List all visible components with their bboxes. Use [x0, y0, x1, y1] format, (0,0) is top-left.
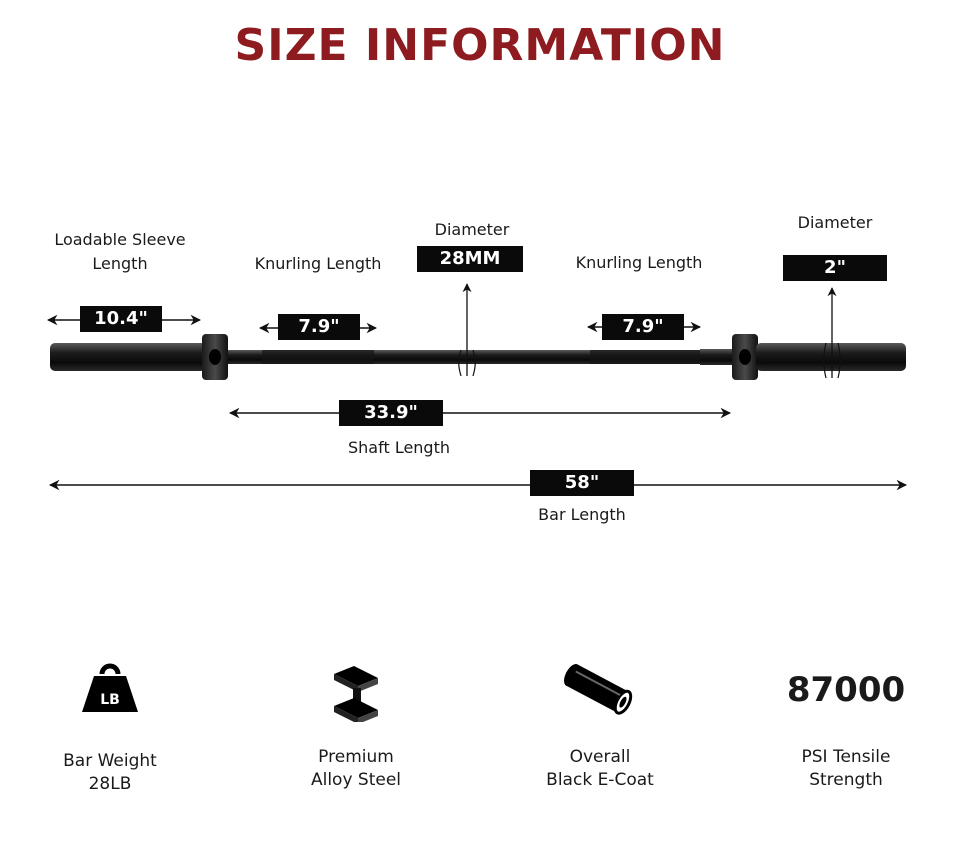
- feature-black-ecoat: Overall Black E-Coat: [520, 660, 680, 800]
- shaft-length-label: Shaft Length: [348, 438, 450, 457]
- sleeve-length-value: 10.4": [80, 306, 162, 332]
- cylinder-icon: [564, 664, 633, 715]
- feature-psi-tensile: 87000 PSI Tensile Strength: [766, 660, 926, 800]
- svg-text:LB: LB: [100, 692, 120, 708]
- bar-length-label: Bar Length: [538, 505, 626, 524]
- sleeve-diameter-value: 2": [783, 255, 887, 281]
- steel-beam-icon: [334, 666, 378, 722]
- feature-bar-weight: LB Bar Weight 28LB: [30, 660, 190, 800]
- shaft-length-value: 33.9": [339, 400, 443, 426]
- left-sleeve: [50, 343, 206, 371]
- feature-alloy-steel: Premium Alloy Steel: [276, 660, 436, 800]
- sleeve-length-label: Loadable Sleeve Length: [54, 230, 186, 273]
- knurl-right-label: Knurling Length: [575, 253, 703, 272]
- shaft-diameter-label: Diameter: [434, 220, 510, 239]
- knurl-right-value: 7.9": [602, 314, 684, 340]
- page-title: SIZE INFORMATION: [234, 20, 726, 71]
- knurl-left-value: 7.9": [278, 314, 360, 340]
- right-sleeve: [756, 343, 906, 371]
- psi-value: 87000: [786, 670, 906, 710]
- weight-lb-icon: LB: [82, 663, 138, 712]
- knurl-left-label: Knurling Length: [254, 254, 382, 273]
- sleeve-diameter-label: Diameter: [797, 213, 873, 232]
- bar-length-value: 58": [530, 470, 634, 496]
- shaft-diameter-value: 28MM: [417, 246, 523, 272]
